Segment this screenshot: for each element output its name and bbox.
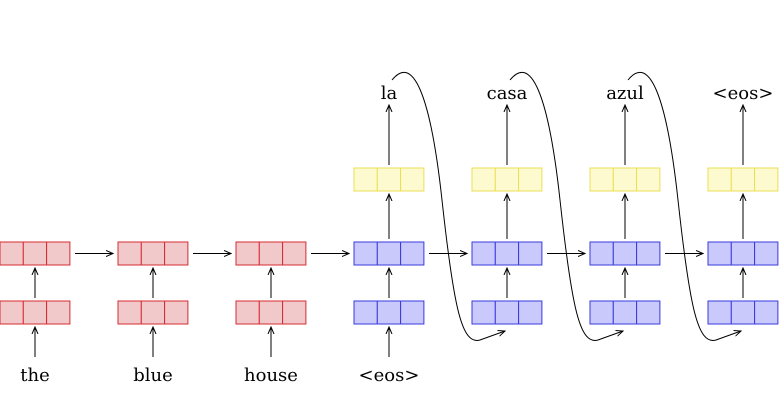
decoder-hidden-block-cell (518, 241, 543, 266)
output-word-eos: <eos> (713, 83, 774, 104)
decoder-output-block-cell (754, 167, 779, 192)
decoder-output-block-cell (636, 167, 661, 192)
output-word-la: la (381, 83, 398, 104)
decoder-hidden-block-cell (400, 241, 425, 266)
decoder-hidden-block-cell (636, 241, 661, 266)
decoder-hidden-block (589, 241, 661, 266)
decoder-embedding-block (471, 300, 543, 325)
decoder-embedding-block (707, 300, 779, 325)
decoder-hidden-block-cell (471, 241, 496, 266)
decoder-output-block-cell (707, 167, 732, 192)
decoder-output-block (589, 167, 661, 192)
encoder-embedding-block-cell (22, 300, 48, 325)
decoder-output-block-cell (494, 167, 520, 192)
decoder-hidden-block-cell (353, 241, 378, 266)
decoder-output-block (471, 167, 543, 192)
encoder-hidden-block-cell (282, 241, 307, 266)
decoder-hidden-block (471, 241, 543, 266)
encoder-hidden-block-cell (0, 241, 24, 266)
decoder-output-block-cell (471, 167, 496, 192)
decoder-hidden-block-cell (730, 241, 756, 266)
decoder-hidden-block-cell (707, 241, 732, 266)
decoder-output-block (707, 167, 779, 192)
decoder-output-block (353, 167, 425, 192)
decoder-embedding-block-cell (353, 300, 378, 325)
output-word-casa: casa (487, 83, 528, 104)
decoder-output-block-cell (589, 167, 614, 192)
decoder-embedding-block-cell (636, 300, 661, 325)
decoder-output-block-cell (353, 167, 378, 192)
encoder-hidden-block-cell (140, 241, 166, 266)
decoder-embedding-block (589, 300, 661, 325)
encoder-hidden-block-cell (258, 241, 284, 266)
encoder-embedding-block (117, 300, 189, 325)
decoder-output-block-cell (612, 167, 638, 192)
feedback-curve (509, 71, 623, 341)
decoder-embedding-block-cell (730, 300, 756, 325)
decoder-output-block-cell (376, 167, 402, 192)
encoder-embedding-block (235, 300, 307, 325)
encoder-hidden-block-cell (117, 241, 142, 266)
decoder-embedding-block-cell (518, 300, 543, 325)
encoder-hidden-block-cell (235, 241, 260, 266)
decoder-hidden-block (353, 241, 425, 266)
decoder-hidden-block-cell (589, 241, 614, 266)
encoder-embedding-block-cell (140, 300, 166, 325)
decoder-input-word-eos: <eos> (359, 365, 420, 386)
encoder-embedding-block-cell (282, 300, 307, 325)
decoder-embedding-block-cell (400, 300, 425, 325)
encoder-embedding-block-cell (164, 300, 189, 325)
decoder-hidden-block-cell (376, 241, 402, 266)
encoder-input-word-blue: blue (133, 365, 173, 386)
decoder-hidden-block-cell (612, 241, 638, 266)
decoder-embedding-block-cell (471, 300, 496, 325)
encoder-input-word-house: house (244, 365, 298, 386)
encoder-input-word-the: the (20, 365, 49, 386)
encoder-embedding-block-cell (46, 300, 71, 325)
encoder-embedding-block-cell (117, 300, 142, 325)
feedback-curve (627, 71, 741, 341)
decoder-embedding-block-cell (612, 300, 638, 325)
decoder-embedding-block-cell (754, 300, 779, 325)
feedback-curve (391, 71, 505, 341)
encoder-embedding-block-cell (258, 300, 284, 325)
encoder-embedding-block-cell (235, 300, 260, 325)
decoder-embedding-block (353, 300, 425, 325)
cell-blocks (0, 167, 779, 325)
encoder-hidden-block (235, 241, 307, 266)
decoder-hidden-block (707, 241, 779, 266)
encoder-hidden-block (0, 241, 71, 266)
encoder-hidden-block-cell (22, 241, 48, 266)
encoder-embedding-block (0, 300, 71, 325)
decoder-output-block-cell (730, 167, 756, 192)
decoder-output-block-cell (400, 167, 425, 192)
decoder-embedding-block-cell (707, 300, 732, 325)
decoder-hidden-block-cell (494, 241, 520, 266)
feedback-curves (391, 71, 741, 341)
decoder-output-block-cell (518, 167, 543, 192)
decoder-embedding-block-cell (376, 300, 402, 325)
decoder-hidden-block-cell (754, 241, 779, 266)
encoder-embedding-block-cell (0, 300, 24, 325)
encoder-hidden-block-cell (46, 241, 71, 266)
decoder-embedding-block-cell (589, 300, 614, 325)
encoder-hidden-block (117, 241, 189, 266)
encoder-hidden-block-cell (164, 241, 189, 266)
output-word-azul: azul (606, 83, 644, 104)
decoder-embedding-block-cell (494, 300, 520, 325)
